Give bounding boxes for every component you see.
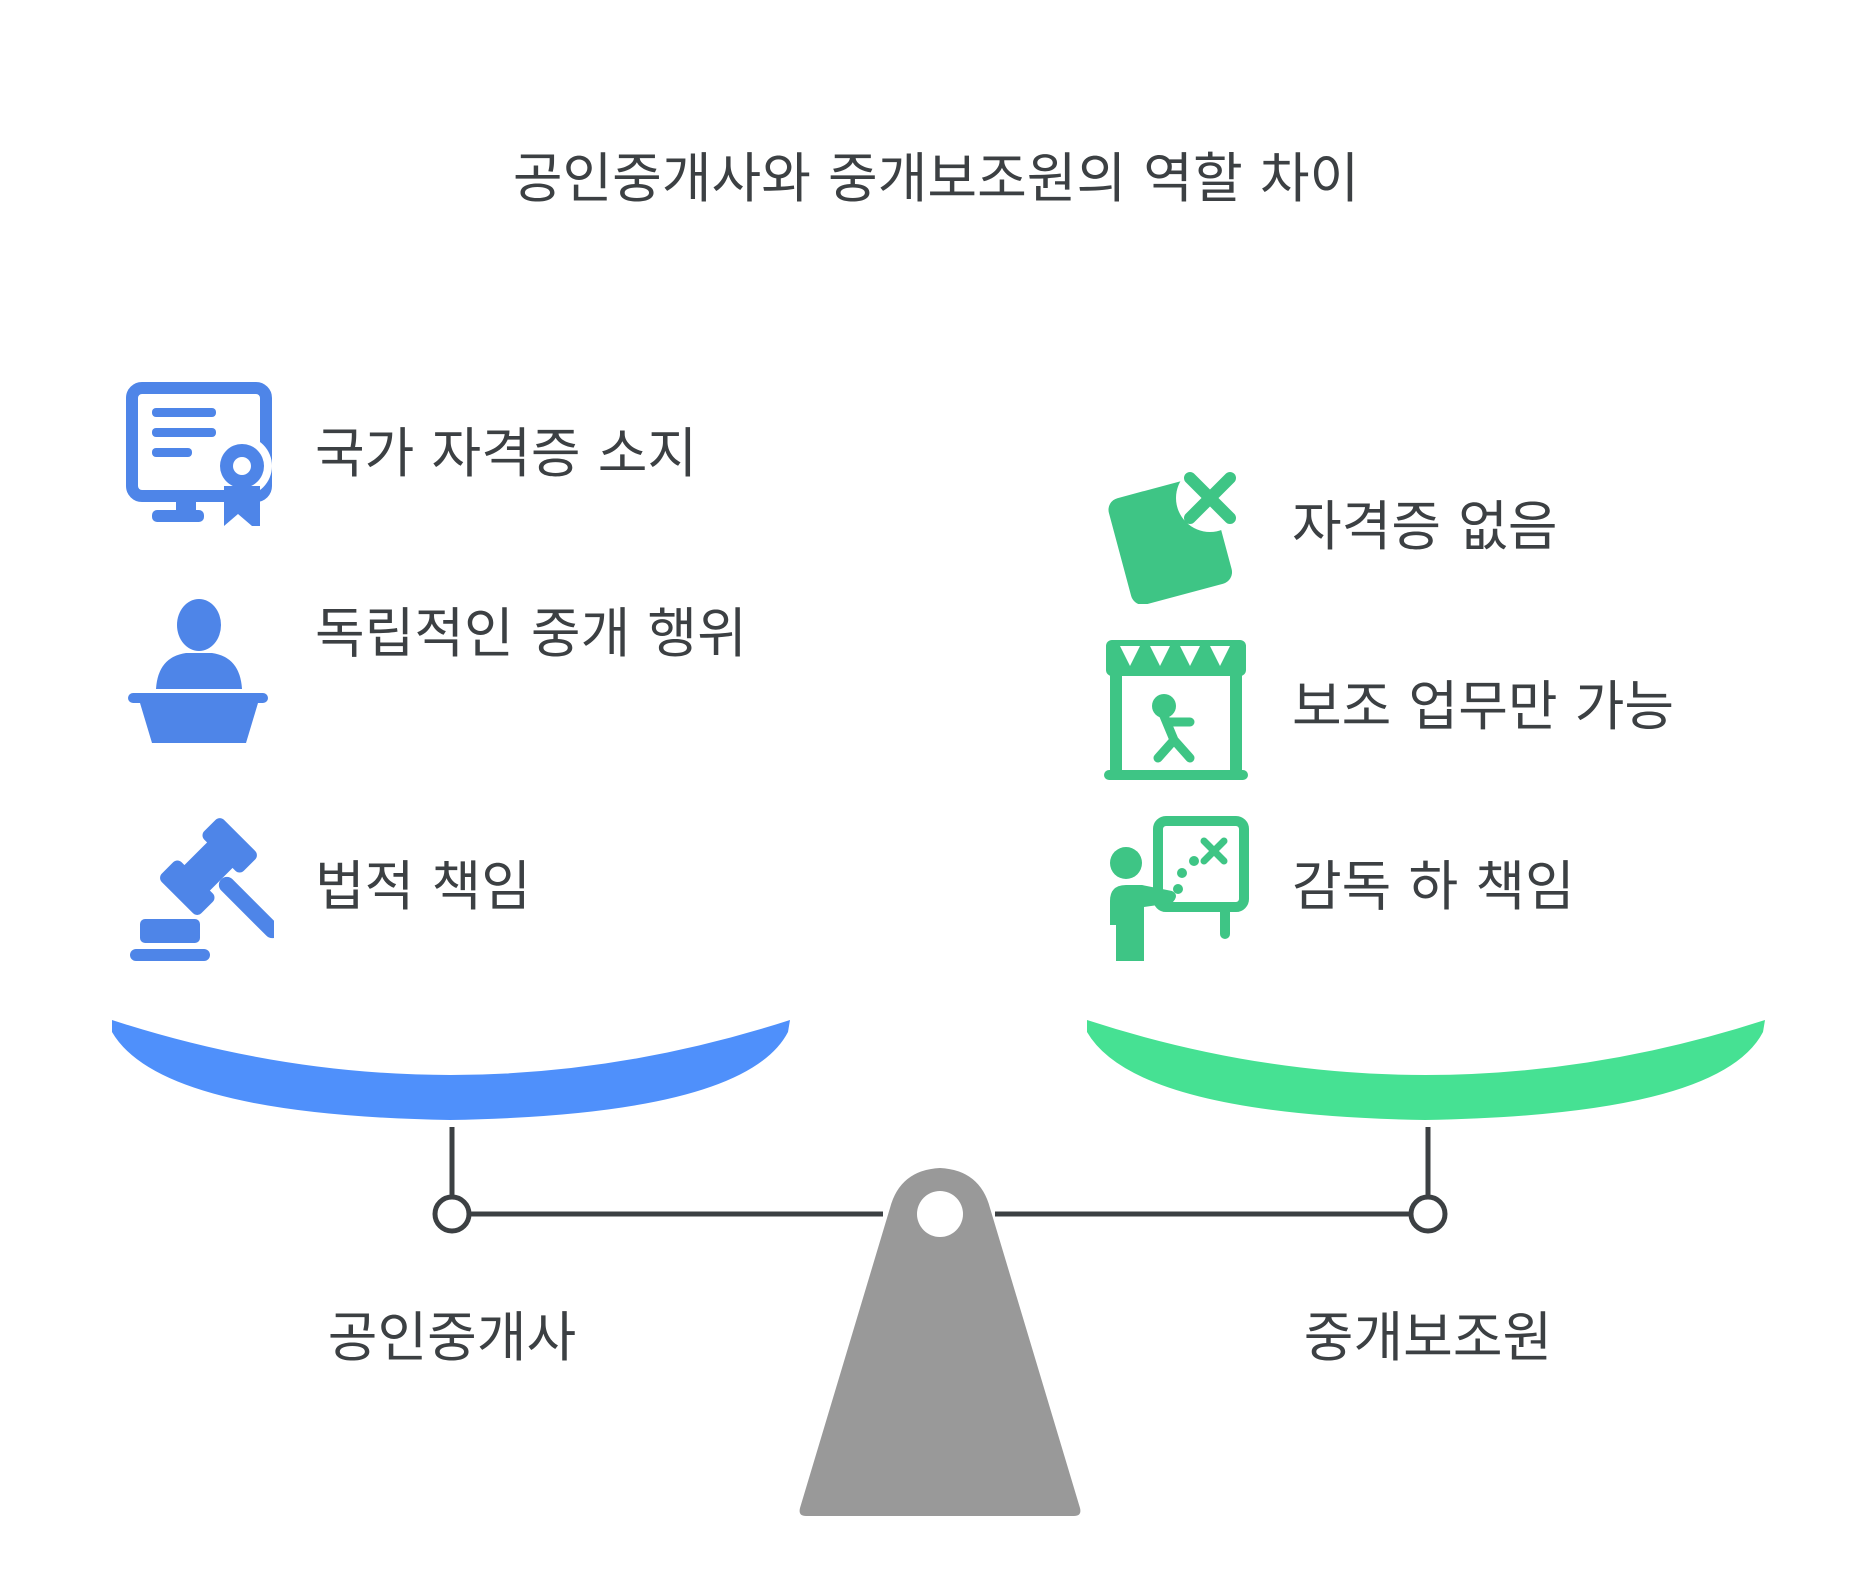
left-item-legal-responsibility: 법적 책임 xyxy=(315,855,531,918)
left-hinge xyxy=(432,1194,472,1234)
speaker-podium-icon xyxy=(128,599,268,743)
fulcrum xyxy=(799,1168,1081,1516)
left-pan xyxy=(112,1020,790,1120)
left-side-label: 공인중개사 xyxy=(327,1306,577,1369)
right-pan xyxy=(1087,1020,1765,1120)
right-item-supervised-responsibility: 감독 하 책임 xyxy=(1292,855,1575,918)
supervisor-board-icon xyxy=(1110,816,1249,961)
left-item-national-license: 국가 자격증 소지 xyxy=(315,422,698,485)
right-item-assist-only: 보조 업무만 가능 xyxy=(1292,675,1675,738)
right-hinge xyxy=(1408,1194,1448,1234)
diagram-title: 공인중개사와 중개보조원의 역할 차이 xyxy=(512,147,1360,210)
left-item-independent-brokerage: 독립적인 중개 행위 xyxy=(315,602,747,665)
right-item-no-license: 자격증 없음 xyxy=(1292,495,1558,558)
fulcrum-pivot xyxy=(917,1191,963,1237)
no-certificate-icon xyxy=(1108,464,1244,604)
presenter-stage-icon xyxy=(1104,640,1248,780)
gavel-icon xyxy=(130,818,274,961)
certificate-icon xyxy=(126,382,272,526)
right-side-label: 중개보조원 xyxy=(1303,1306,1553,1369)
